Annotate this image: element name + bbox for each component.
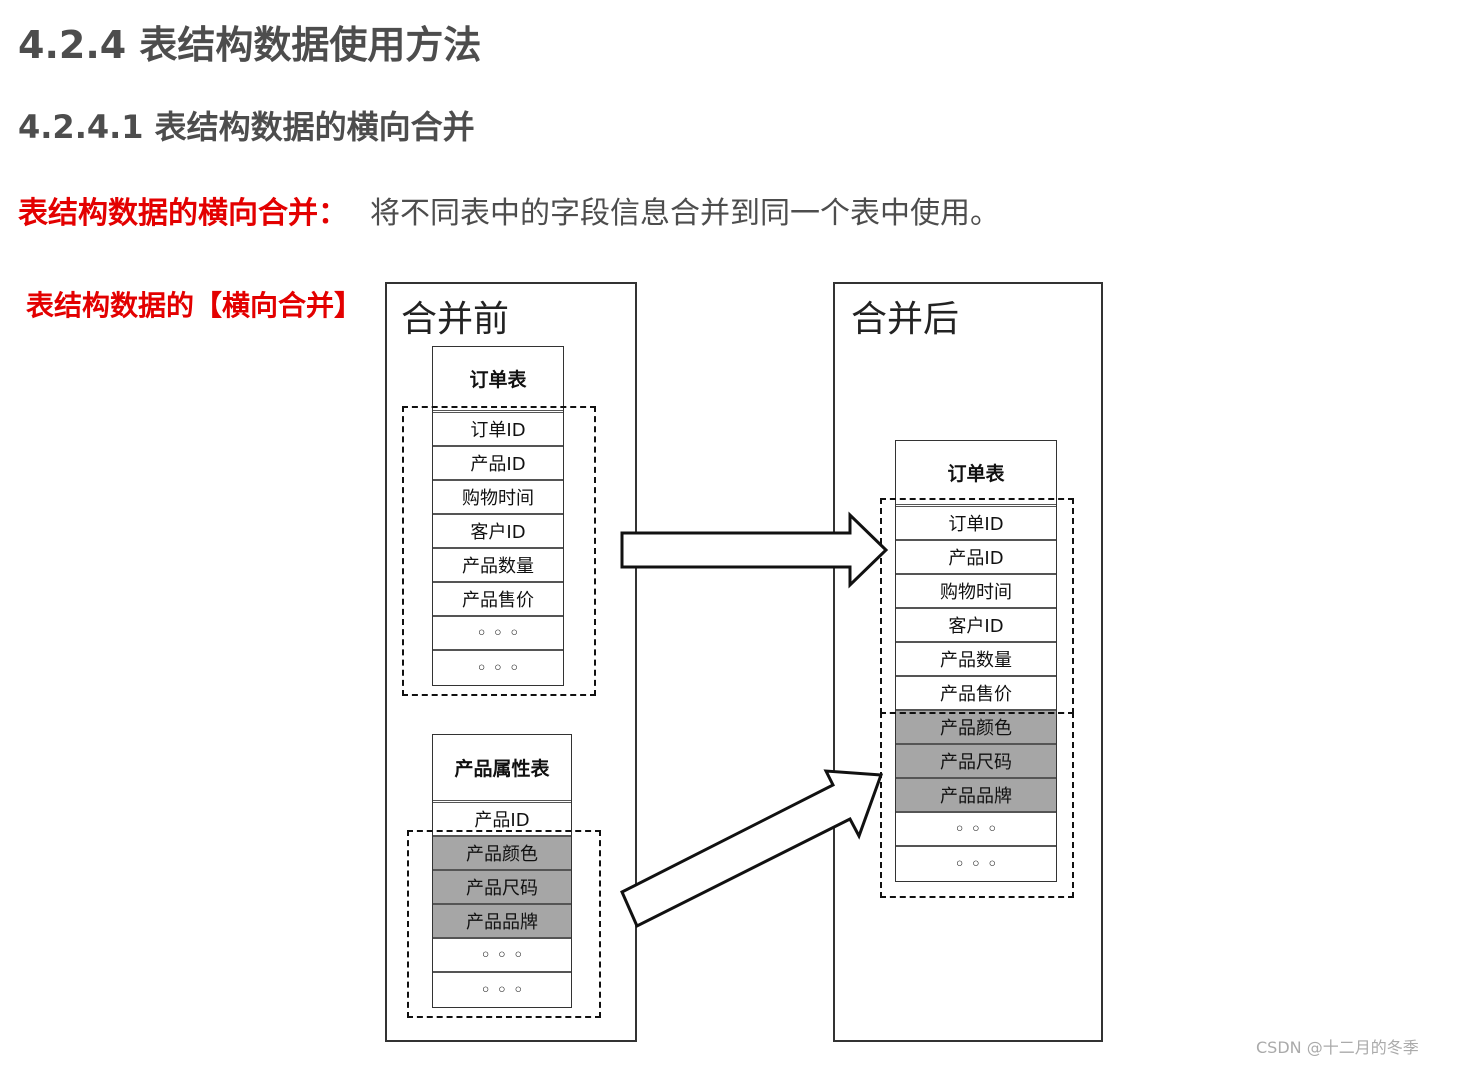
merged-table-row: ◦ ◦ ◦ [954,853,998,875]
merged-table-row: 产品颜色 [896,711,1056,745]
orders-table-before-row: ◦ ◦ ◦ [433,617,563,651]
orders-table-before-row: 购物时间 [433,481,563,515]
definition-paragraph: 表结构数据的横向合并： 将不同表中的字段信息合并到同一个表中使用。 [18,188,1000,232]
orders-fields-selection [402,406,596,696]
merged-table-row: 产品售价 [896,677,1056,711]
attr-table-before-row: 产品颜色 [433,837,571,871]
watermark: CSDN @十二月的冬季 [1256,1038,1419,1057]
merged-table-row: 产品尺码 [896,745,1056,779]
attr-table-before-row: 产品品牌 [433,905,571,939]
orders-table-before-row: 订单ID [433,413,563,447]
attr-table-before-row: 产品ID [433,803,571,837]
panel-after-title: 合并后 [851,299,960,340]
orders-table-before-row: 产品数量 [433,549,563,583]
orders-table-before-header: 订单表 [433,347,563,413]
merged-table-row: 订单ID [896,507,1056,541]
orders-table-before-row: ◦ ◦ ◦ [476,657,520,679]
merged-attr-selection [880,712,1074,898]
definition-text: 将不同表中的字段信息合并到同一个表中使用。 [370,196,1000,231]
attr-fields-selection [407,830,601,1018]
attr-table-before-row: ◦ ◦ ◦ [433,939,571,973]
page-heading: 4.2.4 表结构数据使用方法 [18,23,482,67]
panel-before-title: 合并前 [401,299,510,340]
merged-table-row: 产品数量 [896,643,1056,677]
attr-table-before-header: 产品属性表 [433,735,571,803]
merged-table-header: 订单表 [896,441,1056,507]
merged-table-row: 产品ID [896,541,1056,575]
merged-table-row: 购物时间 [896,575,1056,609]
attr-table-before-row: 产品尺码 [433,871,571,905]
definition-term: 表结构数据的横向合并： [18,196,348,231]
merged-table-row: 客户ID [896,609,1056,643]
orders-table-before-row: 产品售价 [433,583,563,617]
merged-table-row: 产品品牌 [896,779,1056,813]
orders-table-before-row: 产品ID [433,447,563,481]
section-subheading: 4.2.4.1 表结构数据的横向合并 [18,108,475,146]
arrow-attrs-to-merged [620,769,884,929]
attr-table-before-row: ◦ ◦ ◦ [480,979,524,1001]
merged-table-row: ◦ ◦ ◦ [896,813,1056,847]
orders-table-before-row: 客户ID [433,515,563,549]
arrow-orders-to-merged [620,511,889,589]
figure-side-caption: 表结构数据的【横向合并】 [26,289,363,322]
